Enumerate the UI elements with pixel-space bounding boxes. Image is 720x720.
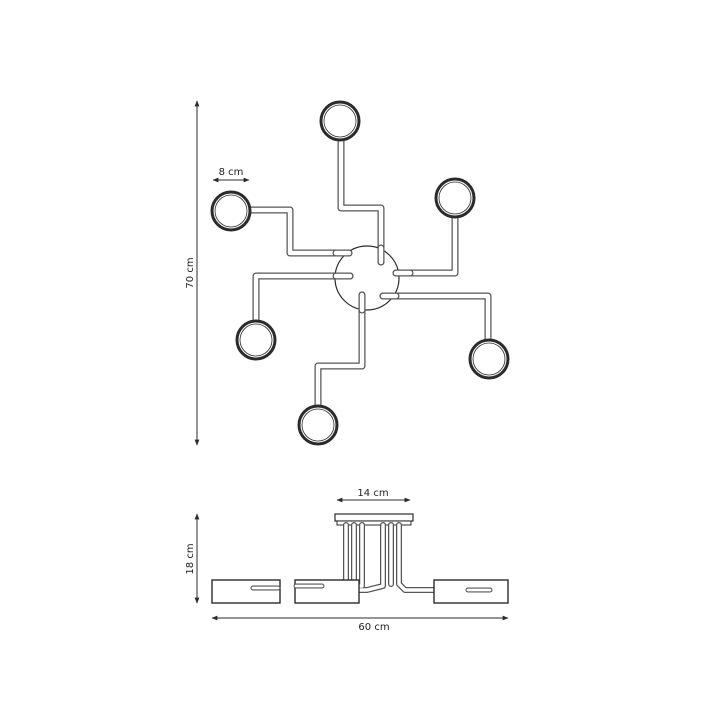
dimension-total-width: 60 cm — [211, 615, 509, 633]
label-total-height: 70 cm — [185, 257, 196, 288]
side-view: 14 cm 18 cm 60 cm — [185, 488, 509, 633]
shade-side-mid — [294, 579, 360, 604]
label-side-height: 18 cm — [185, 543, 196, 574]
arm-top — [337, 136, 385, 266]
arms — [246, 136, 492, 409]
canopy-side — [334, 513, 414, 526]
shade-bottom — [297, 404, 339, 446]
dimension-canopy-width: 14 cm — [336, 488, 411, 503]
label-canopy-width: 14 cm — [357, 488, 388, 499]
shade-right — [468, 338, 510, 380]
arm-right — [379, 292, 492, 346]
shade-stubs-side — [250, 583, 493, 593]
label-shade-width: 8 cm — [219, 167, 244, 178]
arm-bottom — [314, 291, 366, 409]
label-total-width: 60 cm — [358, 622, 389, 633]
arm-stubs — [332, 244, 414, 314]
dimension-total-height: 70 cm — [185, 100, 200, 446]
arm-upper-right — [392, 212, 459, 277]
shades-top — [210, 100, 510, 446]
shade-upper-right — [434, 177, 476, 219]
shade-top — [319, 100, 361, 142]
dimension-shade-width: 8 cm — [212, 167, 250, 183]
arm-upper-left — [246, 206, 353, 257]
dimension-side-height: 18 cm — [185, 513, 200, 604]
top-view: 8 cm 70 cm — [185, 100, 510, 446]
shade-upper-left — [210, 190, 252, 232]
shade-left — [235, 319, 277, 361]
shade-side-left — [211, 579, 281, 604]
